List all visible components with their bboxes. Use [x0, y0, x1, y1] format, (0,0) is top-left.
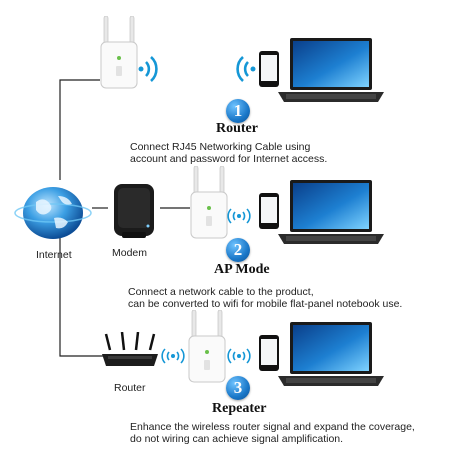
modem-label: Modem [112, 247, 148, 259]
smartphone-2-icon [258, 192, 280, 230]
wifi-signal-bidirectional-2-icon [226, 208, 252, 224]
wifi-signal-right-icon [138, 54, 160, 84]
mode-2-title: AP Mode [214, 262, 270, 277]
mode-2-description-line1: Connect a network cable to the product, [128, 286, 314, 298]
mode-3-description-line1: Enhance the wireless router signal and e… [130, 421, 415, 433]
wifi-signal-left-icon [234, 54, 256, 84]
laptop-1-icon [276, 36, 386, 108]
wifi-signal-router-out-icon [160, 348, 186, 364]
mode-2-number-badge: 2 [226, 238, 250, 262]
wire-internet-to-router-device [59, 232, 104, 357]
internet-globe-icon [14, 182, 92, 244]
router-device-icon [100, 332, 160, 370]
extender-device-3-icon [186, 310, 228, 384]
mode-2-description-line2: can be converted to wifi for mobile flat… [128, 298, 403, 310]
mode-1-description-line2: account and password for Internet access… [130, 153, 328, 165]
router-device-label: Router [114, 382, 146, 394]
mode-3-title: Repeater [212, 401, 267, 416]
smartphone-1-icon [258, 50, 280, 88]
extender-device-1-icon [98, 16, 140, 90]
modem-icon [108, 182, 160, 240]
wire-internet-to-router [59, 79, 100, 180]
mode-1-description-line1: Connect RJ45 Networking Cable using [130, 141, 311, 153]
mode-3-number-badge: 3 [226, 376, 250, 400]
mode-1-title: Router [216, 121, 258, 136]
mode-1-number-badge: 1 [226, 99, 250, 123]
wifi-signal-bidirectional-3-icon [226, 348, 252, 364]
laptop-3-icon [276, 320, 386, 392]
mode-3-description-line2: do not wiring can achieve signal amplifi… [130, 433, 344, 445]
laptop-2-icon [276, 178, 386, 250]
internet-label: Internet [36, 249, 72, 261]
smartphone-3-icon [258, 334, 280, 372]
extender-device-2-icon [188, 166, 230, 240]
